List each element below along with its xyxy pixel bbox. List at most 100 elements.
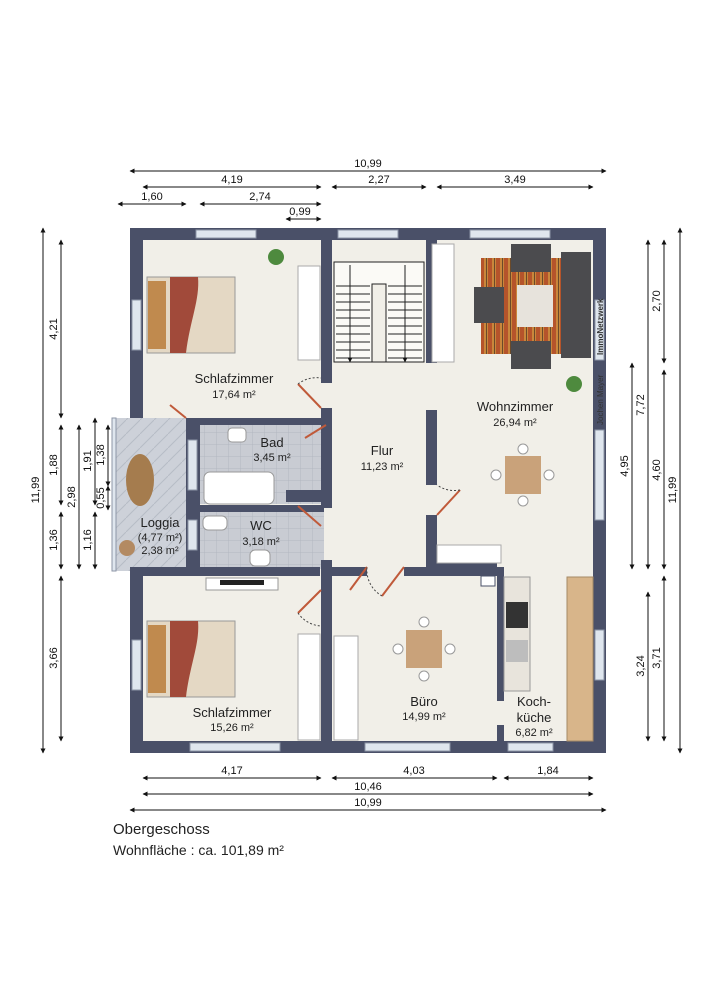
dim-top-a: 4,19 [221,174,242,186]
washbasin [249,549,271,567]
plant-icon [268,249,284,265]
window [594,629,605,681]
bed-1 [146,276,236,354]
loggia-railing [111,417,117,572]
floor-title: Obergeschoss [113,821,210,838]
bath-fixtures [202,427,322,567]
door-swings [297,377,461,627]
wardrobe [297,265,321,361]
room-area-schlafzimmer-1: 17,64 m² [212,389,256,401]
dim-left-d: 3,66 [48,647,60,668]
doors [169,383,461,614]
loggia-table [119,454,154,556]
watermark-brand: ImmoNetzwerk [596,298,605,355]
dim-left-g: 1,16 [82,529,94,550]
room-name-kueche-1: Koch- [517,694,551,709]
bed-2 [146,620,236,698]
room-name-schlafzimmer-1: Schlafzimmer [195,371,274,386]
sofa [561,252,591,358]
window [337,229,399,239]
room-name-wohnzimmer: Wohnzimmer [477,399,554,414]
room-area-buero: 14,99 m² [402,711,446,723]
plant-icon [566,376,582,392]
shelf [333,635,359,741]
dining-table [505,456,541,494]
room-area-flur: 11,23 m² [361,461,404,473]
room-area-loggia: 2,38 m² [141,545,179,557]
dim-right-total: 11,99 [667,477,679,504]
room-area-kueche: 6,82 m² [515,727,553,739]
room-area-bad: 3,45 m² [253,452,291,464]
washbasin [227,427,247,443]
counter [566,576,594,742]
window [195,229,257,239]
room-name-loggia: Loggia [140,515,180,530]
dim-left-a: 4,21 [48,318,60,339]
room-area-wc: 3,18 m² [242,536,280,548]
window [187,439,198,491]
window [469,229,551,239]
staircase [333,261,425,363]
dim-bottom-b: 4,03 [403,765,424,777]
window [131,639,142,691]
dim-bottom-total-2: 10,99 [354,797,382,809]
cabinet [286,490,322,502]
dim-bottom-total-1: 10,46 [354,781,382,793]
room-area-wohnzimmer: 26,94 m² [493,417,537,429]
stove [506,602,528,628]
office-furniture [333,616,456,741]
dim-left-f: 1,91 [82,450,94,471]
living-furniture [436,244,591,564]
dimension-lines [40,168,683,813]
sideboard [436,544,502,564]
counter [503,576,531,692]
dim-bottom-a: 4,17 [221,765,242,777]
dim-left-h: 1,38 [95,444,107,465]
dim-top-total: 10,99 [354,158,382,170]
room-name-schlafzimmer-2: Schlafzimmer [193,705,272,720]
dim-top-c: 3,49 [504,174,525,186]
dim-top-e: 2,74 [249,191,270,203]
dim-left-c: 1,36 [48,529,60,550]
dimension-labels: 10,99 4,19 2,27 3,49 1,60 2,74 0,99 4,17… [30,158,679,809]
window [594,429,605,521]
window [187,519,198,551]
room-area-schlafzimmer-2: 15,26 m² [210,722,254,734]
window [507,742,554,752]
dim-left-i: 0,55 [95,487,107,508]
dim-left-total: 11,99 [30,477,42,504]
dim-left-b: 1,88 [48,454,60,475]
dim-bottom-c: 1,84 [537,765,558,777]
wardrobe [297,633,321,741]
floor-area-text: Wohnfläche : ca. 101,89 m² [113,842,284,858]
windows [111,229,605,752]
room-name-kueche-2: küche [517,710,552,725]
window [594,299,605,361]
dim-top-d: 1,60 [141,191,162,203]
window [364,742,451,752]
room-name-buero: Büro [410,694,437,709]
sink [506,640,528,662]
dim-right-b: 7,72 [635,394,647,415]
dim-right-d: 4,60 [651,459,663,480]
room-name-flur: Flur [371,443,394,458]
dim-right-f: 3,71 [651,647,663,668]
room-labels: Schlafzimmer 17,64 m² Bad 3,45 m² WC 3,1… [138,371,554,739]
dim-right-c: 4,95 [619,455,631,476]
dim-left-e: 2,98 [66,486,78,507]
dim-right-a: 2,70 [651,290,663,311]
dim-right-e: 3,24 [635,655,647,676]
bathtub [203,471,275,505]
watermark-author: Jochen Mayer [596,374,605,425]
room-area-loggia-gross: (4,77 m²) [138,532,183,544]
watermark: Jochen Mayer ImmoNetzwerk [596,298,605,425]
window [189,742,281,752]
dim-top-b: 2,27 [368,174,389,186]
cabinet [431,243,455,363]
room-name-wc: WC [250,518,272,533]
toilet [202,515,228,531]
dim-top-f: 0,99 [289,206,310,218]
cabinet [480,575,496,587]
room-name-bad: Bad [260,435,283,450]
